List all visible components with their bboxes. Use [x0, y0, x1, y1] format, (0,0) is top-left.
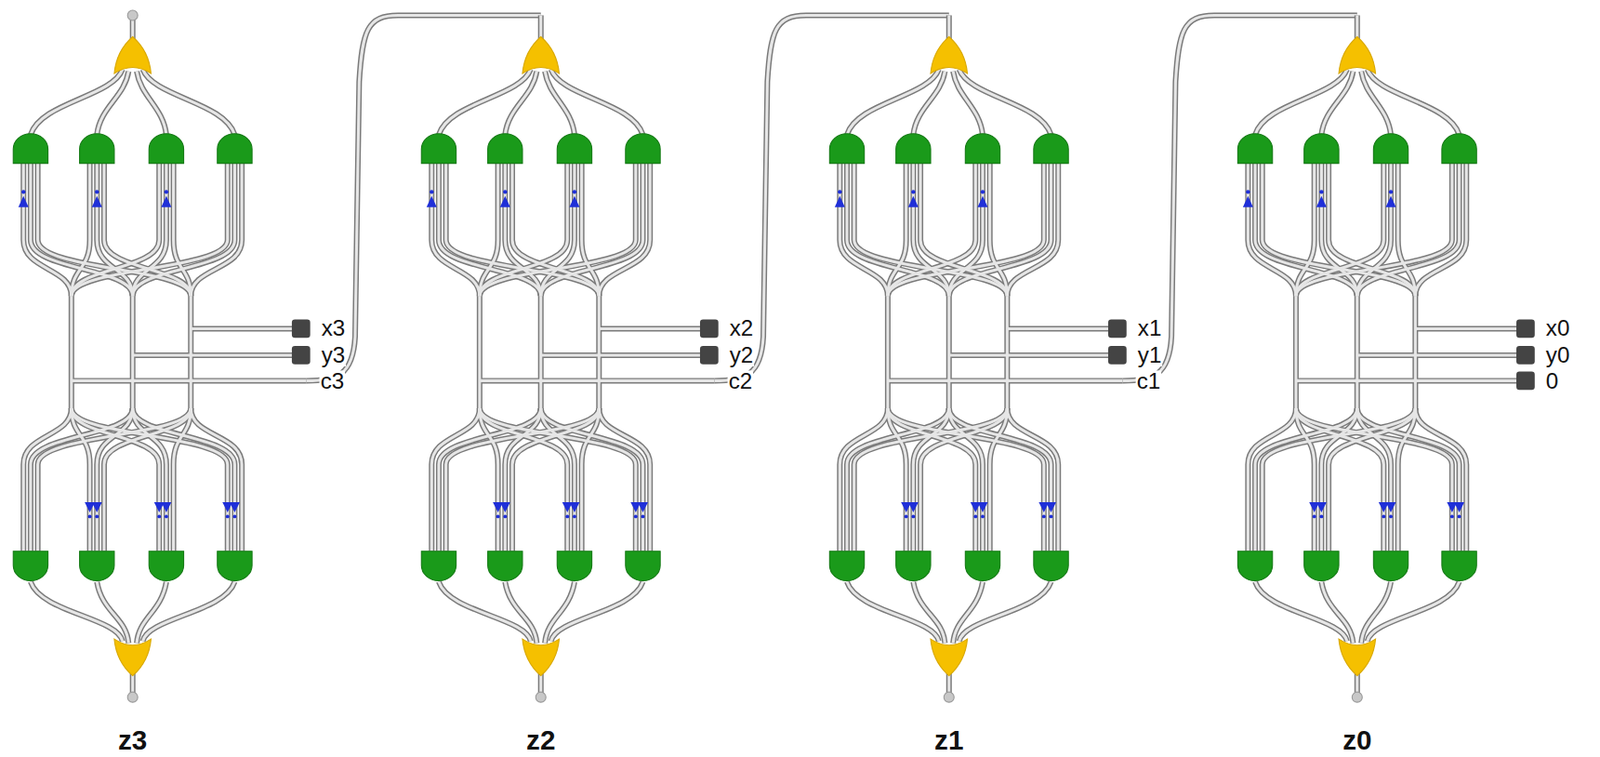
signal-label: y3	[320, 343, 347, 367]
output-label: z0	[1341, 726, 1374, 754]
output-label: z2	[525, 726, 557, 754]
signal-label: c2	[727, 370, 754, 393]
signal-label: x1	[1137, 317, 1164, 340]
signal-label: y1	[1137, 343, 1164, 367]
signal-label: c1	[1136, 370, 1163, 393]
signal-label: y2	[728, 343, 755, 367]
output-label: z1	[933, 726, 966, 754]
signal-label: x3	[320, 317, 347, 340]
output-label: z3	[117, 726, 149, 754]
signal-label: x0	[1545, 317, 1572, 340]
signal-label: c3	[319, 370, 346, 393]
signal-label: x2	[728, 317, 755, 340]
signal-label: y0	[1545, 343, 1572, 367]
signal-label: 0	[1545, 370, 1561, 393]
